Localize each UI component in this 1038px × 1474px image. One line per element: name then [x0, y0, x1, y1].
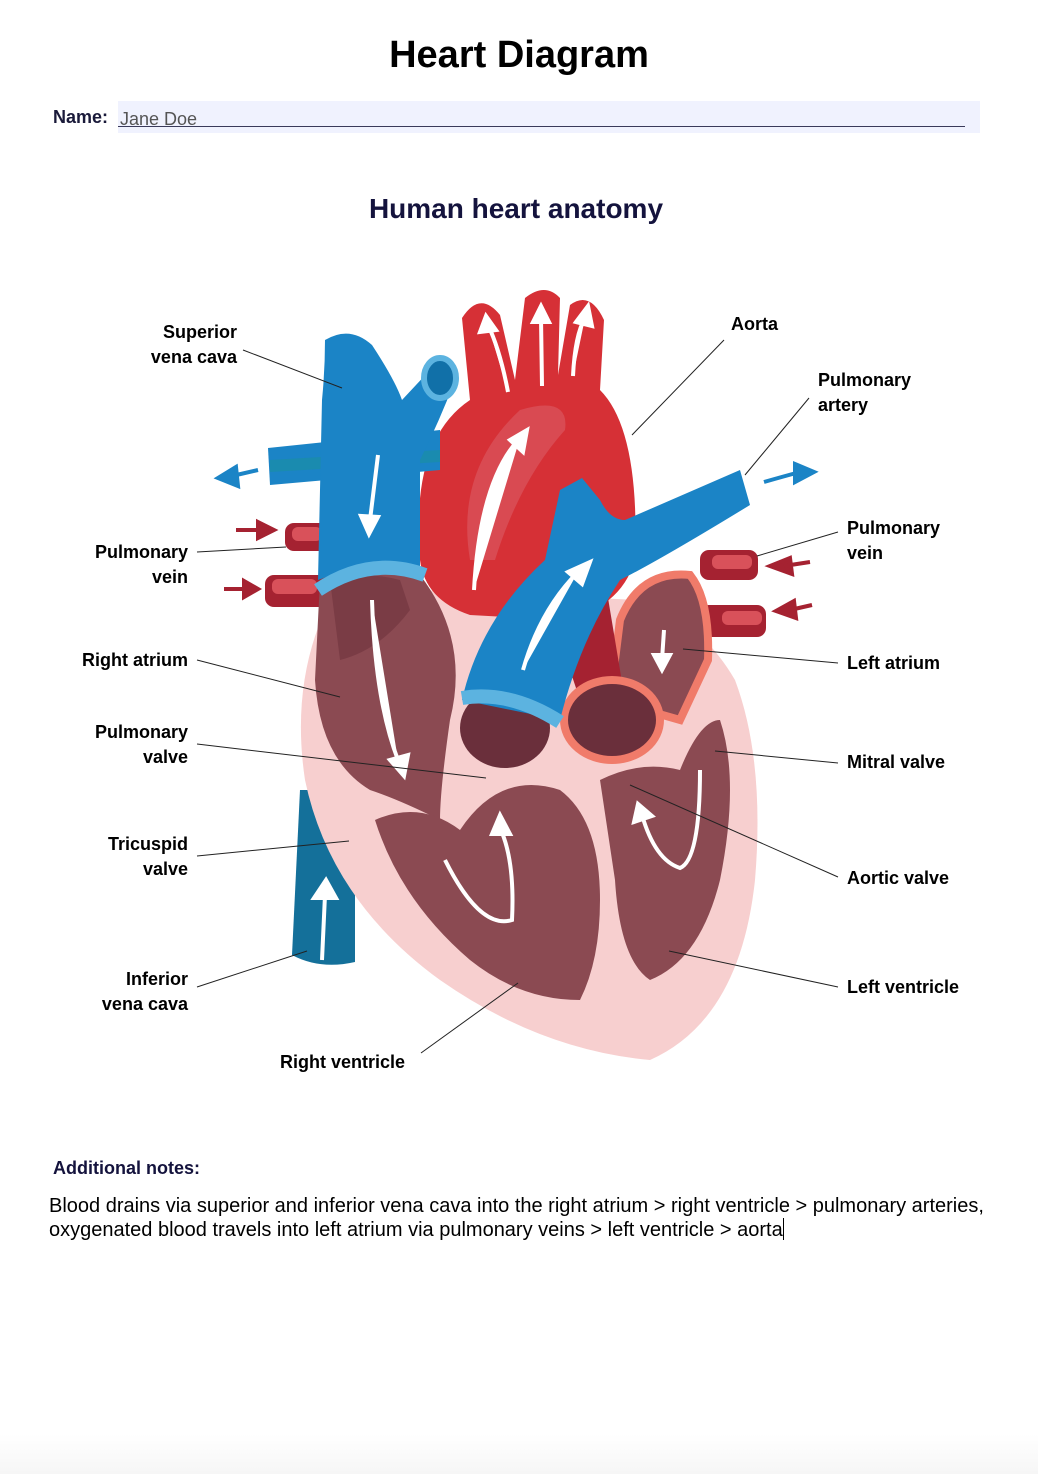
label-left-atrium: Left atrium [847, 653, 941, 673]
name-input[interactable]: Jane Doe [118, 101, 980, 133]
diagram-title: Human heart anatomy [368, 193, 664, 224]
heart-illustration [196, 290, 839, 1060]
notes-label: Additional notes: [53, 1158, 200, 1178]
label-tricuspid-valve: Tricuspid valve [107, 834, 188, 879]
aorta-arrow-icon [476, 311, 510, 393]
heart-diagram: Superior vena cava Aorta Pulmonary arter… [0, 260, 1038, 1120]
aorta-arrow-icon [571, 301, 595, 377]
aortic-valve-shape [560, 676, 664, 764]
name-label: Name: [53, 107, 109, 127]
left-ventricle-shape [600, 720, 730, 980]
svc-opening [421, 355, 459, 401]
name-row: Name: Jane Doe [53, 101, 980, 133]
text-caret [782, 1218, 784, 1240]
label-left-ventricle: Left ventricle [847, 977, 960, 997]
label-mitral-valve: Mitral valve [847, 752, 946, 772]
left-atrium-arrow-icon [650, 629, 674, 675]
pulmonary-trunk-shape [462, 470, 750, 720]
right-ventricle-shape [375, 785, 600, 1000]
label-pulmonary-valve: Pulmonary valve [94, 722, 188, 767]
ivc-arrow-icon [310, 876, 340, 961]
label-pulmonary-vein-right: Pulmonary vein [847, 518, 941, 563]
inflow-arrow-icon [224, 577, 263, 601]
label-pulmonary-vein-left: Pulmonary vein [94, 542, 188, 587]
inflow-arrow-icon [771, 597, 813, 621]
inflow-arrow-icon [764, 555, 811, 577]
label-right-ventricle: Right ventricle [280, 1052, 406, 1072]
notes-text: Blood drains via superior and inferior v… [49, 1195, 984, 1241]
inflow-arrow-icon [236, 518, 279, 542]
name-value: Jane Doe [120, 109, 198, 129]
label-superior-vena-cava: Superior vena cava [150, 322, 237, 367]
aorta-arrow-icon [529, 301, 553, 387]
label-pulmonary-artery: Pulmonary artery [818, 370, 912, 415]
label-inferior-vena-cava: Inferior vena cava [101, 969, 188, 1014]
page-title: Heart Diagram [389, 34, 649, 76]
leader-lines [196, 339, 839, 1054]
page-bottom-shade [0, 1434, 1038, 1474]
aorta-arrow-icon [472, 426, 530, 591]
pulmonary-trunk-arrow-icon [521, 558, 594, 671]
label-aorta: Aorta [731, 314, 779, 334]
outflow-arrow-icon [213, 463, 259, 490]
superior-vena-cava-shape [318, 333, 455, 580]
label-right-atrium: Right atrium [82, 650, 188, 670]
svc-arrow-icon [357, 454, 382, 539]
notes-textarea[interactable]: Blood drains via superior and inferior v… [49, 1194, 989, 1242]
name-underline [118, 126, 965, 127]
label-aortic-valve: Aortic valve [847, 868, 950, 888]
outflow-arrow-icon [763, 460, 819, 486]
